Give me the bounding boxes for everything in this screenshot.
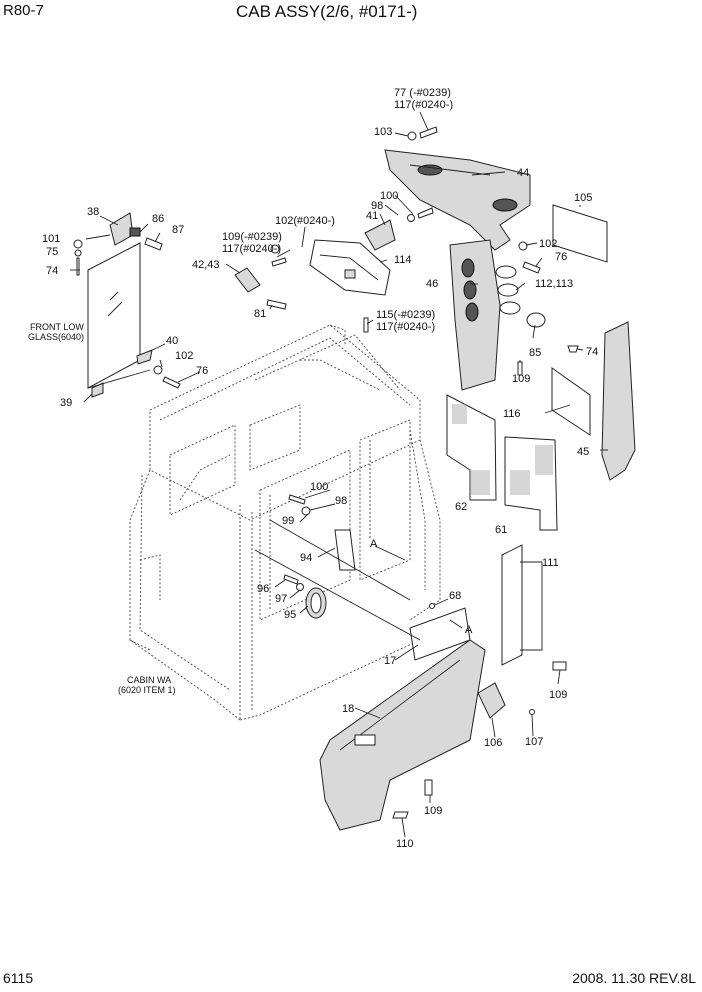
callout-117-mid: 117(#0240-) <box>376 321 435 333</box>
callout-101: 101 <box>42 233 60 245</box>
callout-46: 46 <box>426 278 438 290</box>
callout-76-left: 76 <box>196 365 208 377</box>
callout-a-upper: A <box>370 538 378 550</box>
callout-112-113: 112,113 <box>535 278 573 290</box>
callout-109-a: 109 <box>512 373 530 385</box>
callout-98-top: 98 <box>371 200 383 212</box>
callout-62: 62 <box>455 501 467 513</box>
callout-102-0240: 102(#0240-) <box>275 215 335 227</box>
callout-98-mid: 98 <box>335 495 347 507</box>
page-title: CAB ASSY(2/6, #0171-) <box>236 2 418 21</box>
plate-105 <box>552 204 608 263</box>
callout-109-c: 109 <box>424 805 442 817</box>
callout-95: 95 <box>284 609 296 621</box>
callout-114: 114 <box>394 254 412 266</box>
leader-lines <box>70 111 608 838</box>
callout-42-43: 42,43 <box>192 259 220 271</box>
page-number: 6115 <box>3 970 34 986</box>
callout-102-right: 102 <box>539 238 557 250</box>
callout-41: 41 <box>366 210 378 222</box>
callout-77: 77 (-#0239) <box>394 87 451 99</box>
callout-115: 115(-#0239) <box>376 309 435 321</box>
callout-109-0239: 109(-#0239) <box>222 231 282 243</box>
cabin-wa-label: CABIN WA <box>127 675 171 685</box>
cabin-frame <box>129 324 441 721</box>
bracket-116 <box>551 367 591 436</box>
callout-39: 39 <box>60 397 72 409</box>
callout-74-left: 74 <box>46 265 58 277</box>
callout-a-lower: A <box>465 624 473 636</box>
callout-116: 116 <box>503 408 521 420</box>
callout-117-top: 117(#0240-) <box>394 99 453 111</box>
callout-75: 75 <box>46 246 58 258</box>
callout-106: 106 <box>484 737 502 749</box>
callout-110: 110 <box>396 838 414 850</box>
callout-87: 87 <box>172 224 184 236</box>
bracket-42-43 <box>234 267 287 310</box>
console-18 <box>319 639 486 831</box>
handle-95 <box>283 574 327 619</box>
callout-97: 97 <box>275 593 287 605</box>
vent-panel-46 <box>449 239 546 391</box>
pad-62 <box>446 394 497 501</box>
callout-18: 18 <box>342 703 354 715</box>
callout-17: 17 <box>384 655 396 667</box>
callout-94: 94 <box>300 552 312 564</box>
callout-labels: 77 (-#0239) 117(#0240-) 103 44 105 100 9… <box>28 87 598 850</box>
callout-68: 68 <box>449 590 461 602</box>
bracket-41 <box>364 207 434 251</box>
pad-61 <box>504 436 558 531</box>
callout-107: 107 <box>525 736 543 748</box>
callout-38: 38 <box>87 206 99 218</box>
callout-102-left: 102 <box>175 350 193 362</box>
callout-76-right: 76 <box>555 251 567 263</box>
bracket-106 <box>477 682 535 719</box>
model-code: R80-7 <box>3 2 44 19</box>
callout-103: 103 <box>374 126 392 138</box>
front-low-glass-label: FRONT LOW <box>30 322 84 332</box>
top-cover-44 <box>384 126 531 251</box>
callout-85: 85 <box>529 347 541 359</box>
callout-44: 44 <box>517 167 529 179</box>
callout-100-top: 100 <box>380 190 398 202</box>
callout-45: 45 <box>577 446 589 458</box>
callout-109-b: 109 <box>549 689 567 701</box>
callout-40: 40 <box>166 335 178 347</box>
callout-111: 111 <box>542 557 559 569</box>
callout-61: 61 <box>495 524 507 536</box>
callout-86: 86 <box>152 213 164 225</box>
callout-96: 96 <box>257 583 269 595</box>
glass-fittings <box>73 212 181 398</box>
front-low-glass <box>87 242 141 389</box>
callout-74-right: 74 <box>586 346 598 358</box>
callout-105: 105 <box>574 192 592 204</box>
callout-99: 99 <box>282 515 294 527</box>
callout-117-0240: 117(#0240-) <box>222 243 281 255</box>
date-revision: 2008. 11.30 REV.8L <box>572 970 696 986</box>
callout-81: 81 <box>254 308 266 320</box>
callout-100-mid: 100 <box>310 481 328 493</box>
strip-111 <box>501 544 567 671</box>
cabin-wa-code: (6020 ITEM 1) <box>118 685 176 695</box>
panel-114 <box>270 239 391 333</box>
side-cover-45 <box>601 321 636 481</box>
front-low-glass-code: GLASS(6040) <box>28 332 84 342</box>
